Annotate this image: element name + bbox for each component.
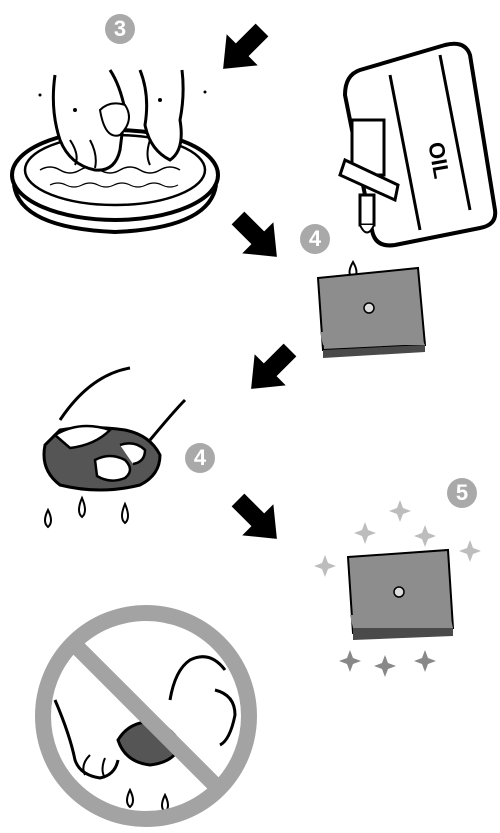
arrow-down-right-icon [222,484,292,554]
sponge-oiled-illustration [318,268,425,358]
step-badge-wash: 3 [105,14,135,44]
squeeze-sponge-illustration [44,368,185,527]
arrow-down-left-icon [236,334,306,404]
oil-container-illustration [340,44,495,246]
step-badge-squeeze: 4 [185,443,215,473]
step-badge-oil: 4 [300,224,330,254]
step-badge-result: 5 [447,478,477,508]
arrow-down-left-icon [208,14,278,84]
arrow-down-right-icon [222,202,292,272]
washing-bowl-illustration [12,70,218,232]
sponge-clean-illustration [348,550,453,640]
